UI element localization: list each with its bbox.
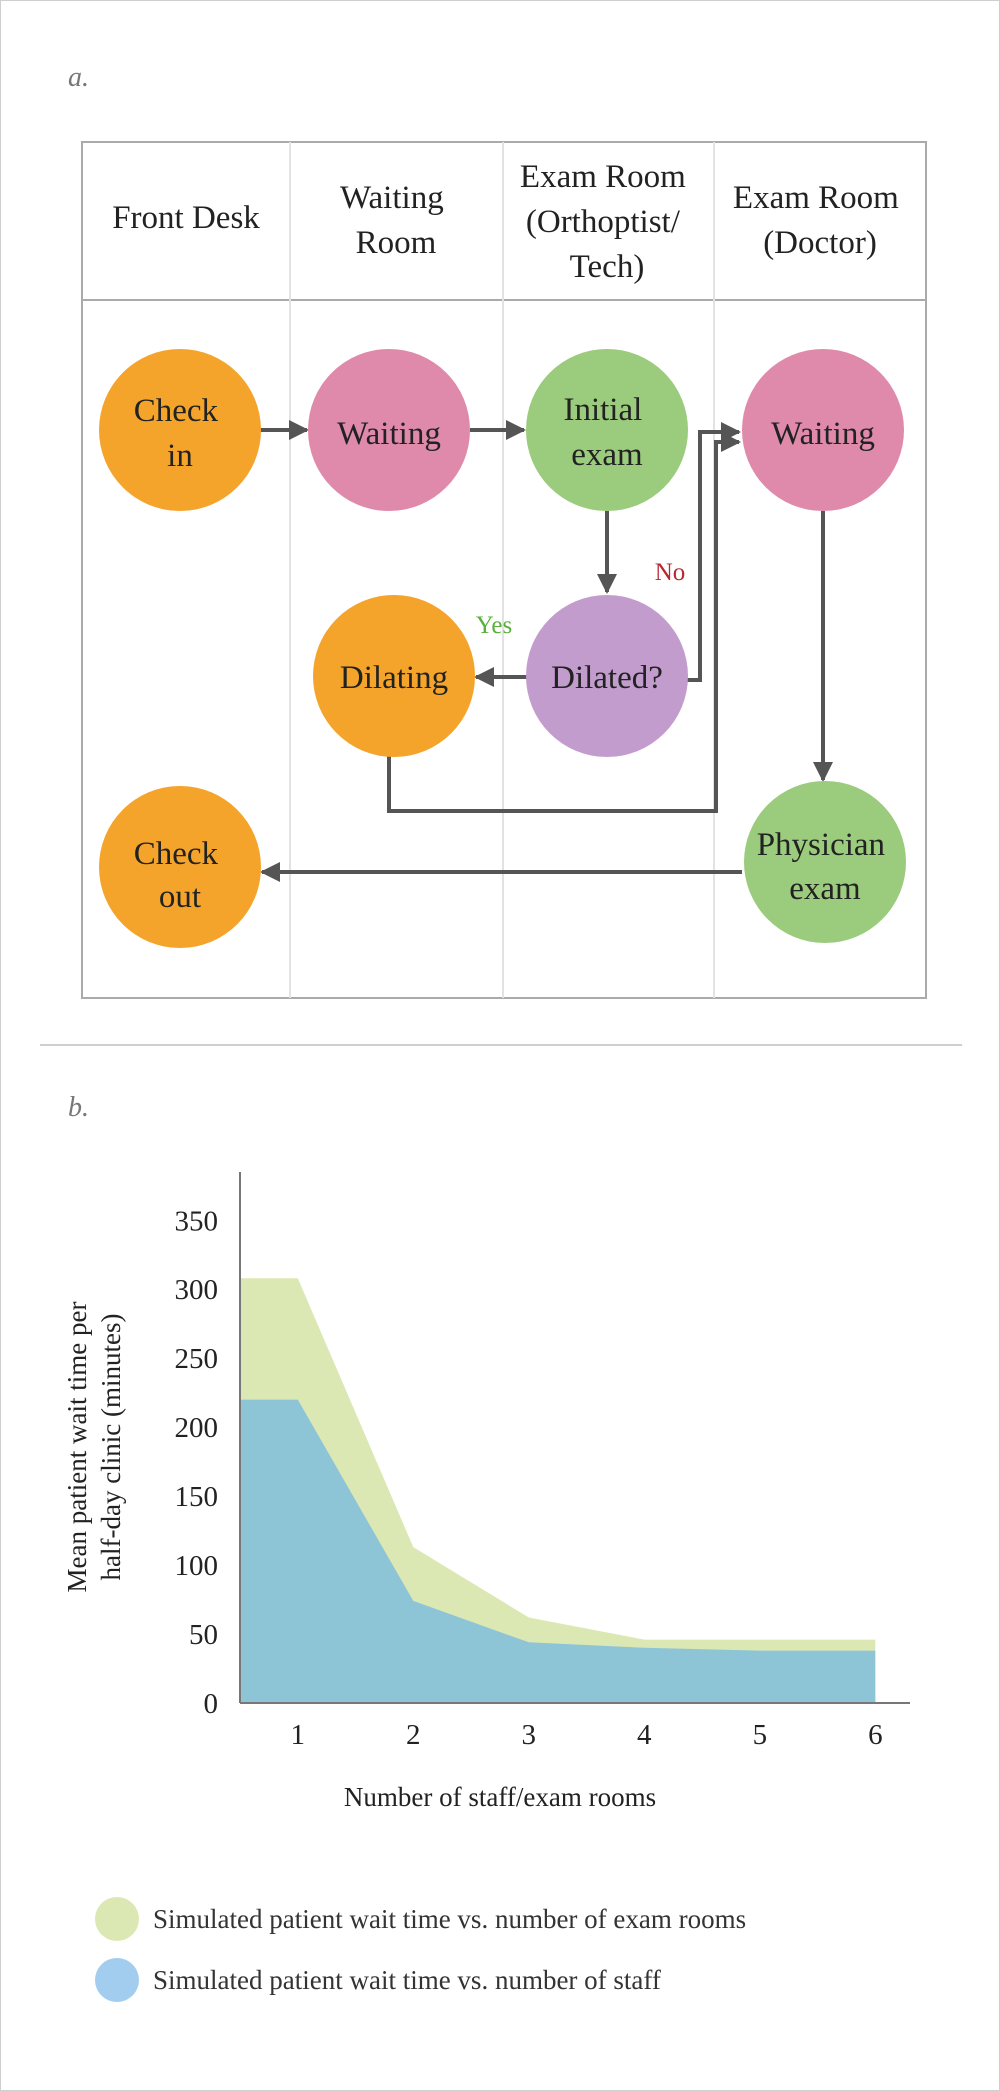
node-circle	[526, 595, 688, 757]
arrow-no-to-doctor-waiting	[687, 422, 741, 682]
node-dilated-decision: Dilated?	[526, 595, 688, 757]
node-label: Dilating	[340, 660, 448, 696]
node-label: Physician exam	[757, 827, 894, 907]
node-label: Check out	[134, 836, 227, 915]
node-check-out: Check out	[99, 786, 261, 948]
panel-a-label: a.	[68, 62, 89, 93]
x-tick-label: 6	[868, 1719, 883, 1751]
decision-label-yes: Yes	[476, 612, 512, 639]
y-tick-label: 150	[175, 1481, 219, 1513]
lane-header-waiting-room: Waiting Room	[340, 180, 452, 261]
flow-connectors	[260, 420, 833, 882]
lane-header-exam-room-doctor: Exam Room (Doctor)	[733, 180, 907, 261]
x-tick-label: 4	[637, 1719, 652, 1751]
panel-b-label: b.	[68, 1092, 89, 1123]
node-initial-exam: Initial exam	[526, 349, 688, 511]
panel-divider	[40, 1044, 962, 1046]
x-axis-label: Number of staff/exam rooms	[344, 1782, 656, 1812]
y-tick-label: 50	[189, 1619, 218, 1651]
legend-label-exam-rooms: Simulated patient wait time vs. number o…	[153, 1903, 747, 1934]
node-circle	[313, 595, 475, 757]
node-check-in: Check in	[99, 349, 261, 511]
legend-label-staff: Simulated patient wait time vs. number o…	[153, 1964, 661, 1995]
legend-item-staff: Simulated patient wait time vs. number o…	[95, 1958, 661, 2002]
node-label: Waiting	[337, 416, 441, 452]
node-circle	[99, 786, 261, 948]
x-tick-label: 3	[522, 1719, 537, 1751]
y-axis-label-line: half-day clinic (minutes)	[96, 1314, 126, 1581]
area-series-1	[240, 1399, 876, 1703]
node-physician-exam: Physician exam	[744, 781, 906, 943]
lane-header-front-desk: Front Desk	[112, 200, 260, 236]
node-doctor-waiting: Waiting	[742, 349, 904, 511]
legend-swatch-staff	[95, 1958, 139, 2002]
x-tick-label: 2	[406, 1719, 421, 1751]
y-tick-label: 100	[175, 1550, 219, 1582]
node-circle	[526, 349, 688, 511]
y-tick-label: 350	[175, 1205, 219, 1237]
y-tick-label: 200	[175, 1412, 219, 1444]
y-tick-label: 300	[175, 1274, 219, 1306]
decision-label-no: No	[655, 559, 686, 586]
node-label: Dilated?	[551, 660, 663, 696]
node-circle	[742, 349, 904, 511]
node-circle	[308, 349, 470, 511]
swimlane-table: Front Desk Waiting Room Exam Room (Ortho…	[81, 141, 927, 999]
legend-swatch-exam-rooms	[95, 1897, 139, 1941]
y-tick-label: 250	[175, 1343, 219, 1375]
node-label: Waiting	[771, 416, 875, 452]
y-axis-label-line: Mean patient wait time per	[62, 1302, 92, 1593]
node-label: Initial exam	[563, 392, 650, 473]
x-tick-label: 5	[753, 1719, 768, 1751]
x-tick-label: 1	[291, 1719, 306, 1751]
lane-header-exam-room-tech: Exam Room (Orthoptist/ Tech)	[520, 159, 694, 285]
node-circle	[99, 349, 261, 511]
arrow-dilating-to-doctor-waiting	[387, 432, 741, 813]
y-tick-label: 0	[204, 1688, 219, 1720]
node-circle	[744, 781, 906, 943]
legend-item-exam-rooms: Simulated patient wait time vs. number o…	[95, 1897, 746, 1941]
node-dilating: Dilating	[313, 595, 475, 757]
node-label: Check in	[134, 393, 227, 474]
node-waiting-room: Waiting	[308, 349, 470, 511]
